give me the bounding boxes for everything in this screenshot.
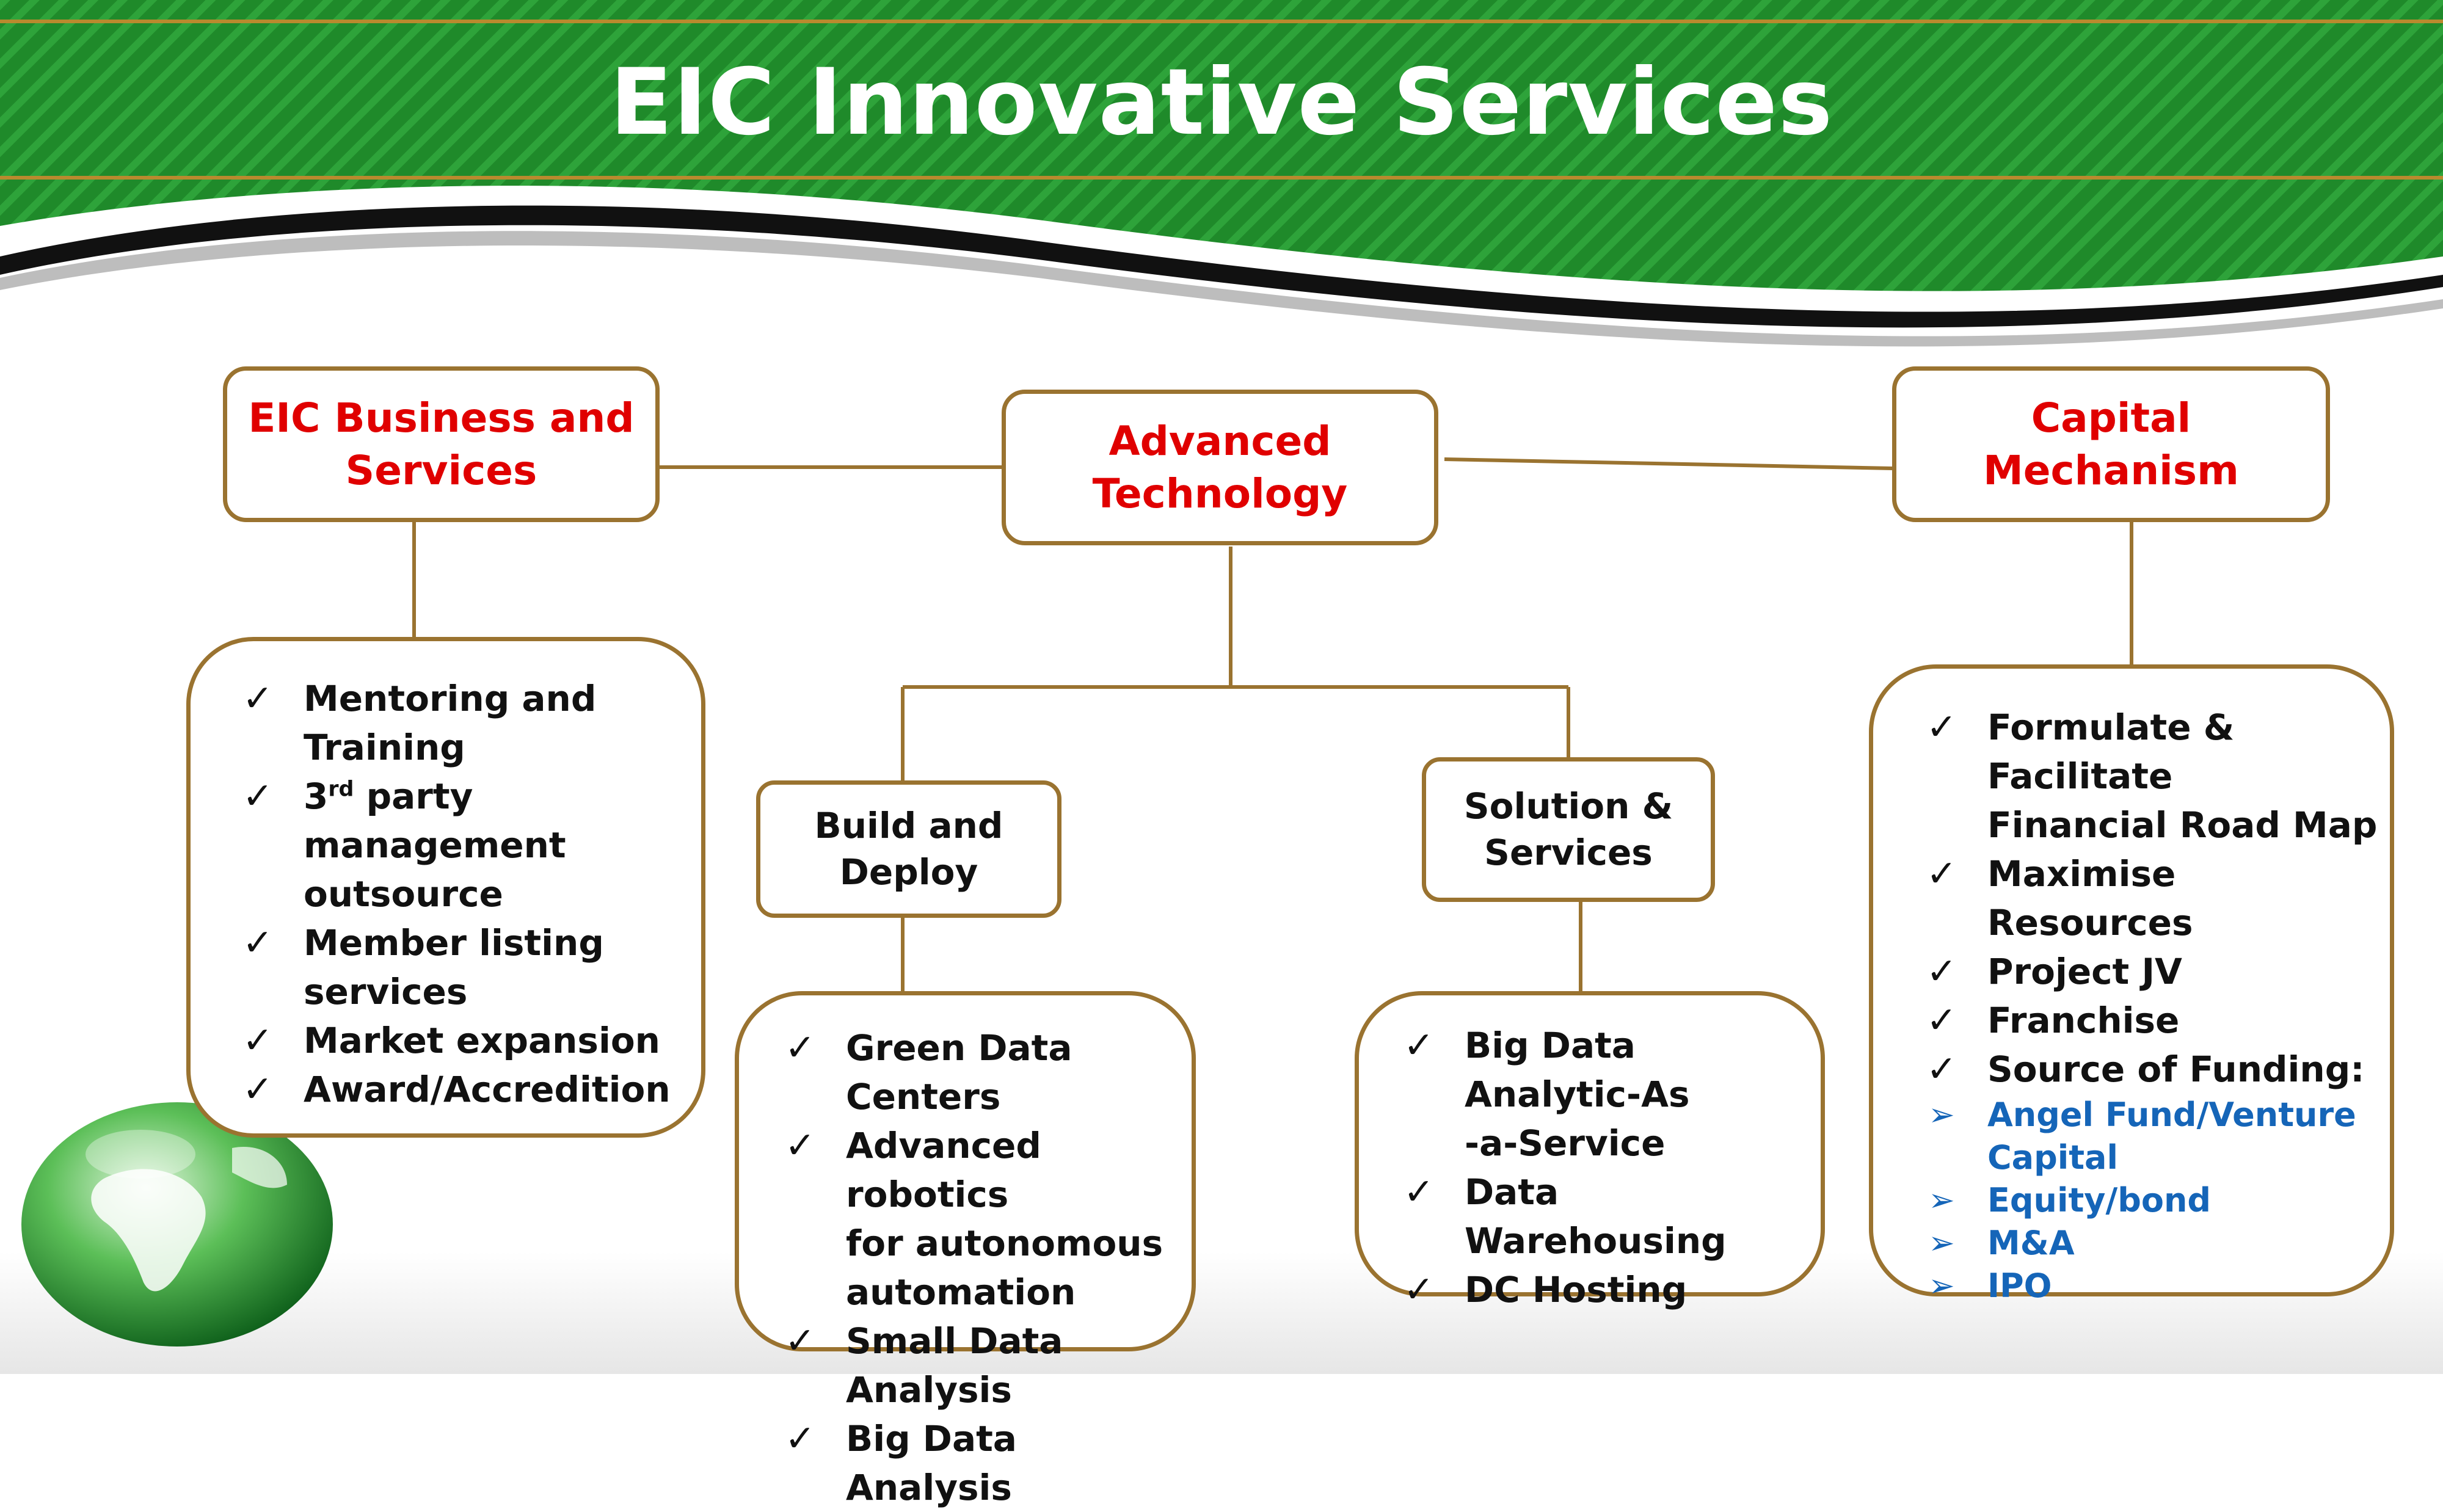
check-icon: ✓ bbox=[784, 1027, 816, 1069]
list-item: ✓DC Hosting bbox=[1394, 1265, 1821, 1314]
arrow-bullet-icon: ➢ bbox=[1928, 1097, 1955, 1133]
list-item: ✓Maximise Resources bbox=[1917, 849, 2390, 947]
list-item: ✓Source of Funding: bbox=[1917, 1045, 2390, 1094]
node-line: Services bbox=[345, 446, 537, 494]
check-icon: ✓ bbox=[242, 677, 274, 720]
arrow-bullet-icon: ➢ bbox=[1928, 1182, 1955, 1219]
check-icon: ✓ bbox=[242, 775, 274, 818]
node-line: Advanced bbox=[1109, 417, 1331, 465]
node-line: Solution & bbox=[1463, 785, 1673, 827]
node-line: Capital bbox=[2031, 394, 2191, 442]
list-item: ✓Green Data Centers bbox=[776, 1023, 1192, 1121]
slide-title: EIC Innovative Services bbox=[610, 49, 1833, 156]
node-line: Services bbox=[1484, 831, 1653, 873]
node-line: Technology bbox=[1092, 470, 1348, 517]
node-solution-services: Solution &Services bbox=[1422, 757, 1715, 902]
check-icon: ✓ bbox=[1926, 999, 1957, 1042]
node-line: EIC Business and bbox=[248, 394, 635, 442]
list-item: ✓Award/Accredition bbox=[233, 1065, 701, 1114]
list-item-funding: ➢Equity/bond bbox=[1917, 1179, 2390, 1222]
list-item: ✓Market expansion bbox=[233, 1016, 701, 1065]
list-item: ✓Franchise bbox=[1917, 996, 2390, 1045]
list-solution-services: ✓Big Data Analytic-As-a-Service ✓Data Wa… bbox=[1355, 991, 1825, 1311]
arrow-bullet-icon: ➢ bbox=[1928, 1225, 1955, 1262]
check-icon: ✓ bbox=[1403, 1171, 1435, 1213]
arrow-bullet-icon: ➢ bbox=[1928, 1268, 1955, 1304]
node-line: Mechanism bbox=[1983, 446, 2239, 494]
check-icon: ✓ bbox=[1926, 1048, 1957, 1091]
node-line: Build and bbox=[814, 805, 1003, 847]
check-icon: ✓ bbox=[1926, 950, 1957, 993]
check-icon: ✓ bbox=[784, 1124, 816, 1167]
check-icon: ✓ bbox=[242, 921, 274, 964]
check-icon: ✓ bbox=[242, 1019, 274, 1062]
check-icon: ✓ bbox=[1926, 852, 1957, 895]
check-icon: ✓ bbox=[1403, 1268, 1435, 1311]
list-item: ✓Big Data Analytic-As-a-Service bbox=[1394, 1021, 1821, 1168]
list-item: ✓Project JV bbox=[1917, 947, 2390, 996]
check-icon: ✓ bbox=[784, 1320, 816, 1362]
check-icon: ✓ bbox=[784, 1417, 816, 1460]
check-icon: ✓ bbox=[1403, 1024, 1435, 1067]
list-item-funding: ➢M&A bbox=[1917, 1222, 2390, 1265]
list-item: ✓Small Data Analysis bbox=[776, 1317, 1192, 1414]
list-item: ✓Big Data Analysis bbox=[776, 1414, 1192, 1512]
connector-lines bbox=[412, 457, 2133, 994]
globe-icon bbox=[21, 1102, 333, 1347]
list-item: ✓Data Warehousing bbox=[1394, 1168, 1821, 1265]
list-item-funding: ➢IPO bbox=[1917, 1265, 2390, 1307]
check-icon: ✓ bbox=[242, 1068, 274, 1111]
node-line: Deploy bbox=[839, 851, 978, 893]
check-icon: ✓ bbox=[1926, 706, 1957, 749]
